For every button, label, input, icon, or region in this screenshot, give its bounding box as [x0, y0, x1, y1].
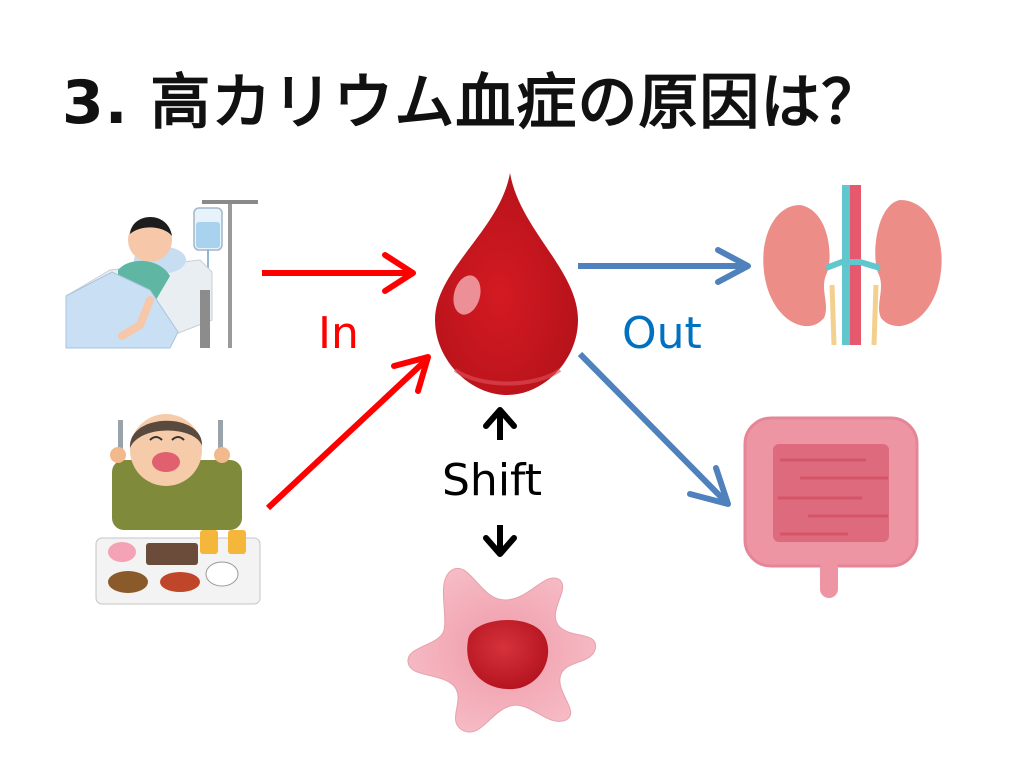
in-label: In — [318, 308, 359, 359]
in-arrow-diagonal — [265, 354, 431, 511]
shift-arrow-down — [483, 525, 517, 557]
intestine-illustration — [743, 416, 919, 598]
eating-person-illustration — [95, 414, 261, 605]
in-arrow-top — [262, 252, 416, 294]
blood-drop-illustration — [435, 173, 578, 395]
cell-illustration — [407, 567, 596, 733]
out-arrow-diagonal — [577, 351, 731, 507]
iv-drip-patient-illustration — [65, 200, 258, 349]
shift-arrow-up — [483, 407, 517, 440]
slide-title: 3. 高カリウム血症の原因は？ — [62, 68, 883, 138]
out-label: Out — [622, 308, 702, 359]
out-arrow-top — [578, 247, 751, 285]
kidneys-illustration — [763, 185, 942, 346]
shift-label: Shift — [442, 455, 543, 506]
